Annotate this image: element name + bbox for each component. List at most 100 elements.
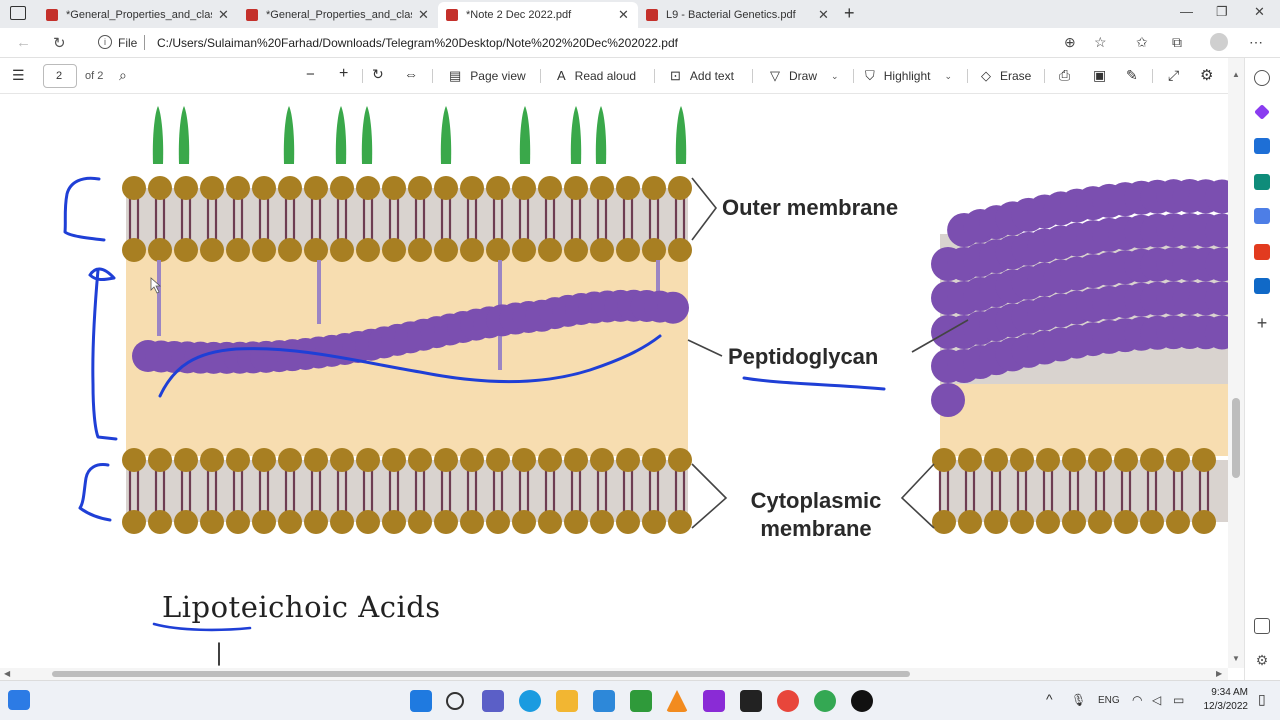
peptidoglycan-bead bbox=[1204, 179, 1228, 214]
start-icon[interactable] bbox=[410, 690, 432, 712]
widgets-icon[interactable] bbox=[8, 690, 30, 710]
hide-sidebar-icon[interactable] bbox=[1254, 618, 1270, 634]
zoom-icon[interactable]: ⊕ bbox=[1064, 34, 1076, 50]
fullscreen-icon[interactable]: ⤢ bbox=[1168, 67, 1180, 83]
pdf-file-icon bbox=[46, 9, 58, 21]
refresh-icon[interactable]: ↻ bbox=[53, 35, 66, 52]
add-text-button[interactable]: ⊡ Add text bbox=[670, 68, 734, 84]
page-view-button[interactable]: ▤ Page view bbox=[449, 68, 526, 84]
close-window-icon[interactable]: ✕ bbox=[1254, 4, 1265, 19]
games-icon[interactable] bbox=[1254, 208, 1270, 224]
zoom-in-icon[interactable]: + bbox=[339, 65, 349, 82]
add-sidebar-app-icon[interactable]: + bbox=[1256, 313, 1268, 333]
chevron-down-icon[interactable]: ⌄ bbox=[944, 70, 953, 81]
zoom-out-icon[interactable]: − bbox=[306, 66, 315, 83]
scroll-right-icon[interactable]: ▶ bbox=[1216, 669, 1223, 678]
pdf-page-viewport[interactable]: Outer membrane Peptidoglycan Cytoplasmic… bbox=[0, 94, 1228, 668]
teams-chat-icon[interactable] bbox=[482, 690, 504, 712]
show-hidden-icons[interactable]: ^ bbox=[1046, 691, 1053, 707]
minimize-icon[interactable]: — bbox=[1180, 4, 1193, 19]
close-tab-icon[interactable]: ✕ bbox=[418, 7, 429, 22]
media-app-icon[interactable] bbox=[740, 690, 762, 712]
sidebar-settings-icon[interactable]: ⚙ bbox=[1255, 652, 1269, 668]
lipid-head bbox=[122, 176, 146, 200]
draw-button[interactable]: ▽ Draw ⌄ bbox=[770, 68, 839, 84]
xbox-icon[interactable] bbox=[630, 690, 652, 712]
divider bbox=[362, 69, 363, 83]
contents-list-icon[interactable]: ☰ bbox=[12, 67, 25, 83]
outlook-icon[interactable] bbox=[1254, 278, 1270, 294]
lipid-head bbox=[1062, 448, 1086, 472]
favorites-icon[interactable]: ✩ bbox=[1136, 34, 1148, 50]
lipid-head bbox=[278, 448, 302, 472]
site-info-icon[interactable]: i bbox=[98, 35, 112, 49]
horizontal-scroll-thumb[interactable] bbox=[52, 671, 910, 677]
highlight-button[interactable]: ⛉ Highlight ⌄ bbox=[865, 68, 952, 84]
close-tab-icon[interactable]: ✕ bbox=[218, 7, 229, 22]
mail-icon[interactable] bbox=[593, 690, 615, 712]
file-explorer-icon[interactable] bbox=[556, 690, 578, 712]
tab-bacterial-genetics[interactable]: L9 - Bacterial Genetics.pdf ✕ bbox=[638, 2, 838, 28]
system-clock[interactable]: 9:34 AM 12/3/2022 bbox=[1198, 686, 1249, 714]
save-as-icon[interactable]: ✎ bbox=[1126, 67, 1138, 83]
lipid-head bbox=[1114, 510, 1138, 534]
new-tab-icon[interactable]: + bbox=[844, 3, 855, 23]
chevron-down-icon[interactable]: ⌄ bbox=[831, 70, 839, 81]
scroll-left-icon[interactable]: ◀ bbox=[4, 669, 11, 678]
search-sidebar-icon[interactable] bbox=[1254, 70, 1270, 86]
vertical-scroll-thumb[interactable] bbox=[1232, 398, 1240, 478]
edge-browser-icon[interactable] bbox=[519, 690, 541, 712]
wifi-icon[interactable]: ◠ bbox=[1132, 693, 1143, 707]
back-icon[interactable]: ← bbox=[16, 34, 31, 51]
fit-page-icon[interactable]: ⇔ bbox=[404, 66, 418, 82]
restore-icon[interactable]: ❐ bbox=[1216, 4, 1228, 19]
profile-avatar[interactable] bbox=[1210, 33, 1228, 51]
tab-general-properties-2[interactable]: *General_Properties_and_classific ✕ bbox=[238, 2, 438, 28]
cytoplasmic-membrane-band bbox=[126, 460, 688, 522]
lipid-head bbox=[460, 510, 484, 534]
lipid-head bbox=[304, 176, 328, 200]
lipid-head bbox=[538, 448, 562, 472]
page-number-input[interactable]: 2 bbox=[43, 64, 77, 88]
office-icon[interactable] bbox=[1254, 244, 1270, 260]
scroll-up-icon[interactable]: ▲ bbox=[1232, 70, 1240, 79]
add-favorite-icon[interactable]: ☆ bbox=[1094, 34, 1107, 50]
volume-icon[interactable]: ◁ bbox=[1152, 693, 1162, 707]
notifications-icon[interactable]: ▯ bbox=[1258, 691, 1266, 707]
rotate-icon[interactable]: ↻ bbox=[372, 66, 384, 82]
podcast-app-icon[interactable] bbox=[703, 690, 725, 712]
divider bbox=[540, 69, 541, 83]
language-indicator[interactable]: ENG bbox=[1098, 695, 1120, 706]
read-aloud-button[interactable]: A Read aloud bbox=[557, 68, 636, 83]
obs-icon[interactable] bbox=[851, 690, 873, 712]
chrome-profile-h-icon[interactable] bbox=[814, 690, 836, 712]
erase-button[interactable]: ◇ Erase bbox=[981, 68, 1031, 84]
settings-gear-icon[interactable]: ⚙ bbox=[1200, 67, 1214, 84]
vlc-icon[interactable] bbox=[666, 690, 688, 712]
vertical-scrollbar[interactable]: ▲ ▼ bbox=[1228, 58, 1244, 668]
shopping-tag-icon[interactable] bbox=[1254, 138, 1270, 154]
search-icon[interactable]: ⌕ bbox=[119, 67, 127, 83]
close-tab-icon[interactable]: ✕ bbox=[618, 7, 629, 22]
chrome-profile-s-icon[interactable] bbox=[777, 690, 799, 712]
lipid-head bbox=[434, 176, 458, 200]
lipid-head bbox=[252, 510, 276, 534]
more-menu-icon[interactable]: ⋯ bbox=[1249, 34, 1263, 50]
save-icon[interactable]: ▣ bbox=[1093, 67, 1107, 83]
search-icon[interactable] bbox=[446, 692, 464, 710]
lps-stalk bbox=[570, 106, 582, 164]
tab-note-2-dec[interactable]: *Note 2 Dec 2022.pdf ✕ bbox=[438, 2, 638, 28]
tab-actions-icon[interactable] bbox=[10, 6, 26, 20]
microphone-icon[interactable]: 🎙 bbox=[1071, 693, 1087, 707]
tools-icon[interactable] bbox=[1254, 174, 1270, 190]
battery-icon[interactable]: ▭ bbox=[1173, 693, 1185, 707]
print-icon[interactable]: ⎙ bbox=[1059, 67, 1071, 83]
close-tab-icon[interactable]: ✕ bbox=[818, 7, 829, 22]
horizontal-scrollbar[interactable]: ◀ ▶ bbox=[0, 668, 1228, 680]
collections-icon[interactable]: ⧉ bbox=[1172, 34, 1182, 50]
scroll-down-icon[interactable]: ▼ bbox=[1232, 654, 1240, 663]
lipid-head bbox=[460, 448, 484, 472]
url-input[interactable]: C:/Users/Sulaiman%20Farhad/Downloads/Tel… bbox=[157, 36, 678, 50]
copilot-icon[interactable] bbox=[1254, 104, 1270, 120]
tab-general-properties-1[interactable]: *General_Properties_and_classific ✕ bbox=[38, 2, 238, 28]
